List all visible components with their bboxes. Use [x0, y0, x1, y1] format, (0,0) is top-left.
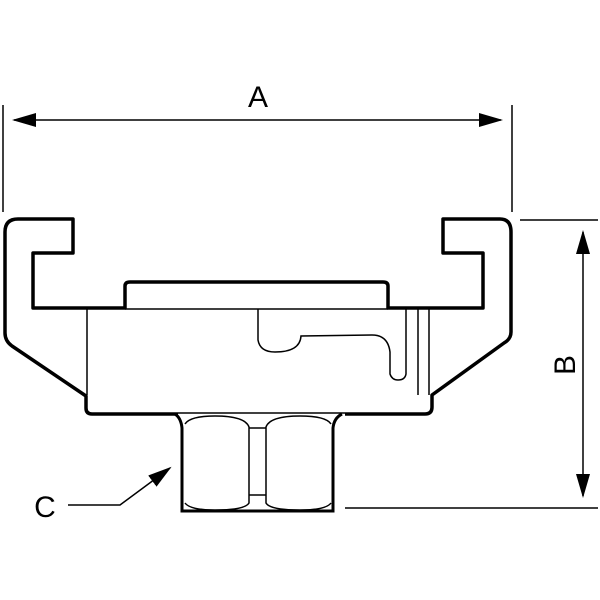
leader-c — [68, 466, 172, 506]
dimension-b — [345, 219, 598, 509]
dimension-label-b: B — [549, 355, 582, 375]
callout-label-c: C — [34, 491, 56, 524]
dimension-a — [2, 105, 513, 212]
rail-profile — [3, 217, 513, 416]
dimension-label-a: A — [248, 81, 268, 114]
clamp-body — [86, 308, 430, 414]
hex-nut — [174, 412, 343, 513]
latch — [257, 309, 419, 395]
